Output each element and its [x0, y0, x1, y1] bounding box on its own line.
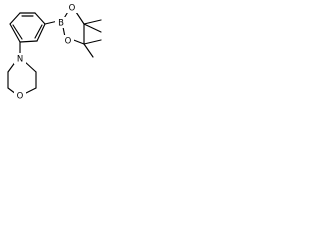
morpholine-nitrogen-atom-label: N [17, 55, 23, 65]
benzene-bond-5 [19, 40, 38, 43]
lower-methyl-bond-1 [83, 39, 102, 45]
chemical-structure-drawing: B O O N O [7, 2, 102, 102]
morpholine-ring [7, 60, 37, 95]
lower-methyl-bond-2 [83, 43, 94, 58]
benzene-bond-4 [36, 23, 46, 42]
benzene-bond-6 [9, 23, 21, 43]
atom-labels: B O O N O [14, 2, 78, 102]
boron-label-background [55, 17, 67, 28]
lower-oxygen-atom-label: O [65, 37, 72, 47]
upper-oxygen-label-background [66, 2, 78, 13]
benzene-ring [9, 12, 46, 43]
pinacol-boronate-ring [62, 8, 102, 58]
benzene-double-bond-2 [34, 24, 43, 39]
benzene-bond-3 [34, 12, 46, 25]
structure-canvas: B O O N O [0, 0, 108, 108]
upper-methyl-bond-2 [83, 23, 102, 33]
morpholine-oxygen-atom-label: O [17, 92, 24, 102]
lower-oxygen-label-background [62, 35, 74, 46]
upper-oxygen-atom-label: O [69, 4, 76, 14]
benzene-double-bond-3 [12, 24, 23, 40]
boron-atom-label: B [58, 19, 64, 29]
morpholine-nitrogen-label-background [14, 53, 26, 64]
morpholine-oxygen-label-background [14, 90, 26, 101]
upper-methyl-bond-1 [83, 19, 102, 25]
benzene-bond-1 [9, 12, 21, 25]
